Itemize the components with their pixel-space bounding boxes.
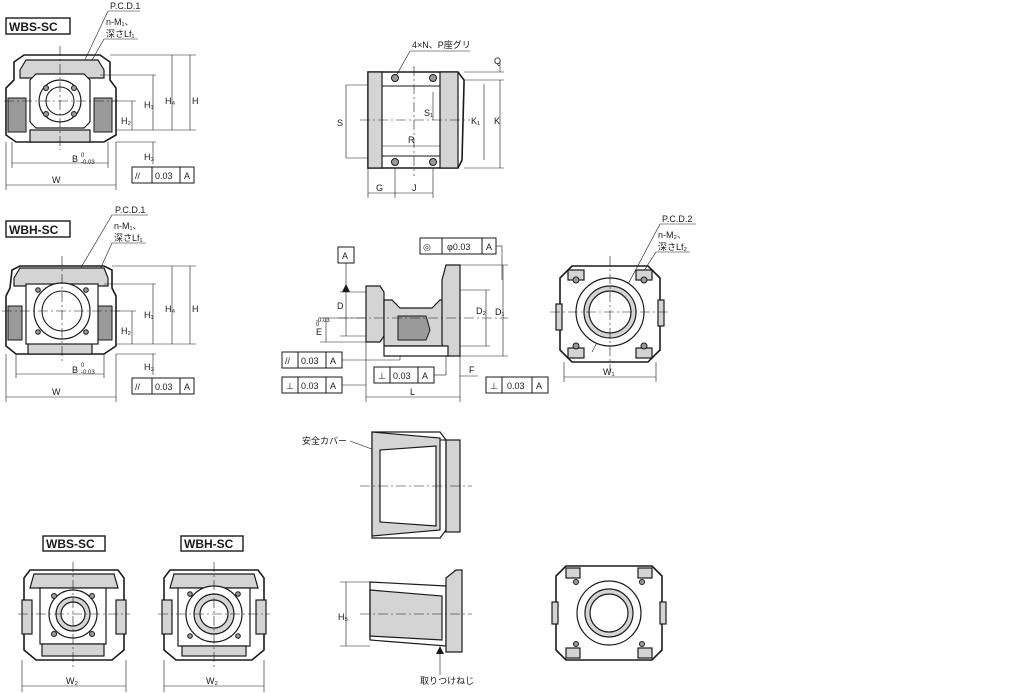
dim-b-v1: B	[72, 154, 78, 164]
dim-r: R	[408, 135, 415, 145]
dim-d1: D₁	[495, 307, 505, 317]
svg-text:A: A	[536, 381, 542, 391]
svg-text:A: A	[486, 242, 492, 252]
dim-b-v3: B	[72, 365, 78, 375]
svg-text:0.03: 0.03	[393, 371, 411, 381]
dim-j: J	[412, 183, 417, 193]
svg-text:0.03: 0.03	[301, 381, 319, 391]
svg-text:0.03: 0.03	[301, 356, 319, 366]
svg-text:-0.03: -0.03	[81, 160, 95, 166]
dim-h-v3: H	[192, 304, 199, 314]
top-body	[367, 71, 465, 169]
svg-text:0: 0	[81, 153, 85, 159]
svg-text:0.03: 0.03	[507, 381, 525, 391]
label-nm2: n-M₂、	[658, 230, 686, 240]
svg-text:-0.03: -0.03	[81, 370, 95, 376]
dim-d2: D₂	[476, 306, 486, 316]
svg-text://: //	[285, 356, 291, 366]
dim-h1-v1: H₁	[144, 100, 154, 110]
wbh-body-outline	[5, 265, 117, 355]
svg-text:A: A	[184, 171, 190, 181]
dim-k1: K₁	[471, 116, 480, 126]
label-lf2: 深さLf₂	[658, 242, 688, 252]
right-flange	[441, 264, 461, 357]
right-pad	[93, 97, 113, 133]
dim-k: K	[494, 116, 500, 126]
tag-wbh-sc-box	[5, 220, 71, 238]
label-4xn-p: 4×N、P座グリ	[412, 39, 471, 50]
svg-text:-0.03: -0.03	[316, 318, 330, 324]
label-nm1-mid: n-M₁、	[114, 221, 142, 231]
dim-l: L	[410, 387, 415, 397]
svg-text:A: A	[330, 356, 336, 366]
dim-h4-v1: H₄	[165, 96, 175, 106]
tag-wbs-sc: WBS-SC	[9, 20, 58, 34]
dim-h3-v3: H₃	[144, 362, 154, 372]
dim-w1: W₁	[603, 367, 615, 377]
view-wbs-sc-front: WBS-SC P.C.D.1 n-M₁、 深さLf₁ H H₄ H	[4, 1, 199, 190]
view-rear-flange: P.C.D.2 n-M₂、 深さLf₂ W₁	[550, 214, 696, 382]
dim-w2-b: W₂	[206, 676, 218, 686]
dim-q: Q	[494, 56, 501, 66]
svg-text://: //	[135, 171, 141, 181]
svg-text:⊥: ⊥	[286, 381, 294, 391]
tag-wbh-sc-bottom: WBH-SC	[184, 537, 234, 551]
dim-h4-v3: H₄	[165, 304, 175, 314]
dim-w-v1: W	[52, 175, 61, 185]
left-flange	[365, 285, 385, 343]
view-safety-cover: 安全カバー	[302, 431, 472, 539]
bottom-side-body	[369, 589, 443, 641]
view-bottom-wbh-sc: WBH-SC W₂	[158, 535, 270, 692]
dim-h3-v1: H₃	[144, 152, 154, 162]
svg-text:0.03: 0.03	[155, 171, 173, 181]
bottom-rear-plate	[555, 565, 663, 661]
view-bottom-side: H₅ 取りつけねじ	[338, 569, 474, 686]
tag-wbs-sc-bottom: WBS-SC	[46, 537, 95, 551]
view-bottom-wbs-sc: WBS-SC W₂	[18, 535, 130, 692]
dim-h2-v1: H₂	[121, 116, 131, 126]
tag-wbs-sc-box	[5, 17, 71, 35]
svg-text:A: A	[184, 382, 190, 392]
view-bottom-rear	[551, 565, 667, 661]
label-pcd1-top: P.C.D.1	[110, 1, 140, 11]
label-pcd1-mid: P.C.D.1	[115, 205, 145, 215]
svg-text:A: A	[422, 371, 428, 381]
wbs-body-outline	[5, 54, 117, 143]
svg-text:A: A	[330, 381, 336, 391]
svg-text://: //	[135, 382, 141, 392]
svg-text:0: 0	[316, 322, 320, 328]
view-top-side: 4×N、P座グリ S S₁ R K₁ K Q G	[337, 39, 504, 198]
dim-h-v1: H	[192, 96, 199, 106]
dim-f: F	[469, 365, 475, 375]
tag-wbh-sc: WBH-SC	[9, 223, 59, 237]
dim-h5: H₅	[338, 612, 348, 622]
datum-a-box: A	[342, 251, 348, 261]
svg-text:⊥: ⊥	[378, 371, 386, 381]
dim-h2-v3: H₂	[121, 326, 131, 336]
dim-s1: S₁	[424, 108, 433, 118]
label-lf1-mid: 深さLf₁	[114, 233, 143, 243]
dim-e: E	[316, 327, 322, 337]
label-mounting-screw: 取りつけねじ	[420, 676, 474, 686]
dim-g: G	[376, 183, 383, 193]
label-nm1-top: n-M₁、	[106, 17, 134, 27]
dim-w-v3: W	[52, 387, 61, 397]
dim-h1-v3: H₁	[144, 310, 154, 320]
left-pad	[7, 97, 27, 133]
view-wbh-sc-front: WBH-SC P.C.D.1 n-M₁、 深さLf₁ H H₄ H₁	[2, 205, 199, 402]
dim-s: S	[337, 118, 343, 128]
dim-w2-a: W₂	[66, 676, 78, 686]
label-lf1-top: 深さLf₁	[106, 29, 135, 39]
svg-text:0: 0	[81, 363, 85, 369]
svg-text:⊥: ⊥	[490, 381, 498, 391]
dim-d: D	[337, 301, 344, 311]
svg-text:◎: ◎	[423, 242, 431, 252]
label-pcd2: P.C.D.2	[662, 214, 692, 224]
label-safety-cover: 安全カバー	[302, 435, 347, 446]
view-side-section: A ◎ φ0.03 A D E 0 -0.03 D₂ D₁	[281, 237, 549, 402]
svg-text:0.03: 0.03	[155, 382, 173, 392]
svg-text:φ0.03: φ0.03	[447, 242, 470, 252]
